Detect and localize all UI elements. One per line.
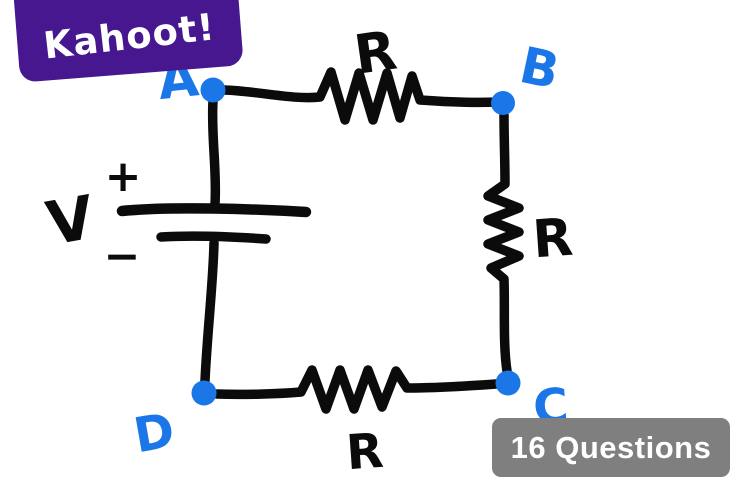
minus-sign: − (104, 231, 141, 282)
node-d-label: D (130, 402, 179, 464)
question-count-badge: 16 Questions (492, 418, 730, 477)
node-b-dot (491, 91, 515, 115)
wire-right-with-resistor (483, 110, 524, 376)
wire-top-with-resistor (219, 67, 503, 125)
resistor-right-label: R (531, 208, 575, 271)
wire-bottom-with-resistor (212, 365, 501, 414)
resistor-bottom-label: R (344, 423, 385, 481)
source-plate-positive (116, 203, 312, 218)
plus-sign: + (105, 151, 142, 202)
voltage-source-label: V (42, 183, 100, 260)
kahoot-logo-text: Kahoot! (41, 4, 218, 68)
node-d-dot (191, 380, 217, 406)
wire-a-to-source (207, 96, 221, 209)
wire-source-to-d (200, 238, 219, 386)
resistor-top-label: R (350, 19, 400, 87)
node-a-dot (200, 77, 226, 103)
node-c-dot (495, 370, 521, 396)
source-plate-negative (156, 231, 271, 244)
question-count-text: 16 Questions (510, 429, 712, 465)
node-b-label: B (515, 36, 564, 101)
